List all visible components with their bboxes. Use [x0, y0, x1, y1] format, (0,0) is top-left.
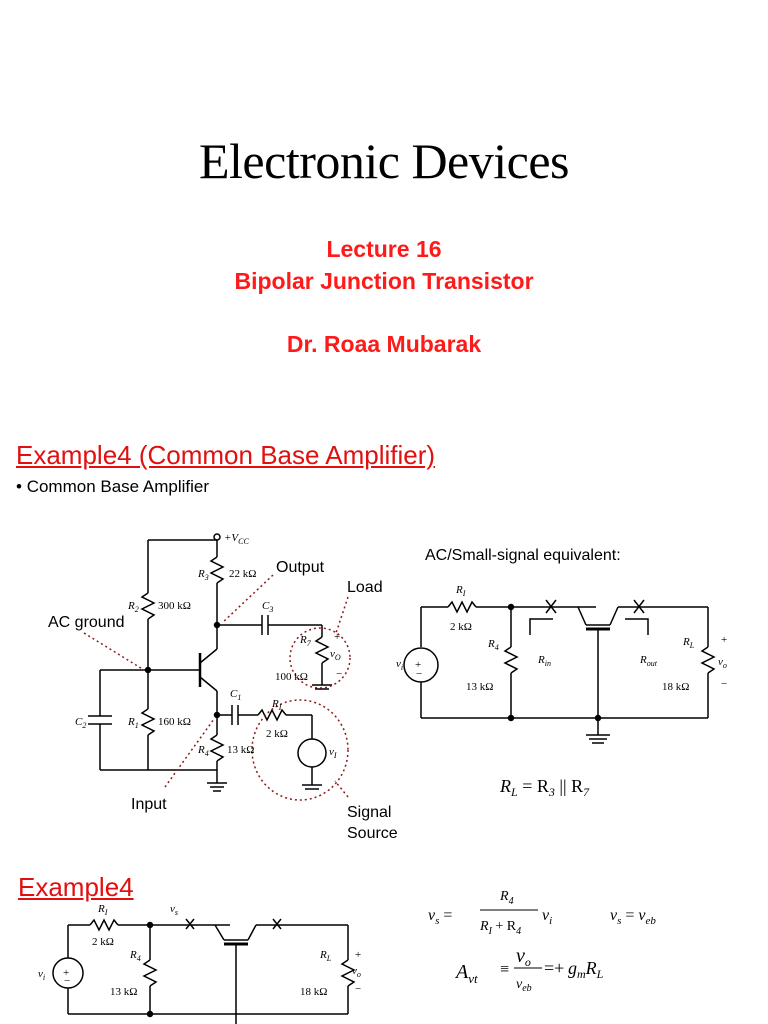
svg-text:vs =: vs =: [428, 907, 452, 927]
svg-text:Rout: Rout: [639, 654, 658, 668]
svg-text:vI: vI: [329, 746, 337, 760]
svg-text:RL: RL: [682, 636, 695, 650]
svg-text:−: −: [416, 668, 422, 680]
svg-text:RL = R3 || R7: RL = R3 || R7: [499, 776, 590, 799]
bullet-text: Common Base Amplifier: [26, 477, 210, 496]
svg-text:R4: R4: [499, 889, 514, 907]
ex4-ri-value: 2 kΩ: [92, 936, 114, 948]
small-signal-schematic: + − RI 2 kΩ R4 13 kΩ Rin Rout RL 18 kΩ +…: [396, 584, 727, 744]
svg-text:+: +: [334, 631, 340, 643]
load-label: Load: [347, 579, 383, 596]
source-label: Source: [347, 825, 398, 842]
gain-equations: vs = R4 RI + R4 vi vs = veb Avt ≡ vo veb…: [428, 889, 656, 994]
svg-text:RI: RI: [271, 698, 282, 712]
svg-text:C2: C2: [75, 716, 86, 730]
input-label: Input: [131, 796, 167, 813]
equivalent-title: AC/Small-signal equivalent:: [425, 547, 621, 564]
svg-text:R1: R1: [127, 716, 139, 730]
cb-amplifier-schematic: +VCC R3 22 kΩ R2 300 kΩ R1 160 kΩ C2 R4 …: [75, 532, 351, 801]
svg-text:vi: vi: [396, 658, 403, 672]
svg-text:vO: vO: [330, 648, 341, 662]
svg-text:+: +: [415, 659, 421, 671]
svg-text:=+: =+: [544, 958, 564, 978]
svg-text:R4: R4: [129, 949, 141, 963]
svg-text:C1: C1: [230, 688, 241, 702]
svg-text:veb: veb: [516, 977, 532, 994]
svg-text:+: +: [721, 634, 727, 646]
svg-text:Rin: Rin: [537, 654, 551, 668]
svg-text:≡: ≡: [500, 961, 509, 978]
svg-text:gmRL: gmRL: [568, 958, 604, 981]
signal-label: Signal: [347, 804, 392, 821]
svg-text:vo: vo: [516, 945, 531, 969]
svg-text:R2: R2: [127, 600, 139, 614]
eq-r4-value: 13 kΩ: [466, 681, 493, 693]
svg-text:vs: vs: [170, 903, 178, 917]
svg-text:RI: RI: [455, 584, 466, 598]
r3-value: 22 kΩ: [229, 568, 256, 580]
page-title: Electronic Devices: [199, 133, 569, 189]
r4-value: 13 kΩ: [227, 744, 254, 756]
ac-ground-label: AC ground: [48, 614, 125, 631]
svg-text:−: −: [355, 983, 361, 995]
example-heading-2: Example4: [18, 872, 134, 902]
svg-text:R3: R3: [197, 568, 209, 582]
eq-rl-value: 18 kΩ: [662, 681, 689, 693]
svg-text:vi: vi: [38, 968, 45, 982]
svg-text:+: +: [355, 949, 361, 961]
example4-schematic: + − vi RI 2 kΩ R4 13 kΩ vs RL 18 kΩ + vo…: [38, 903, 361, 1024]
svg-text:R4: R4: [197, 744, 209, 758]
svg-text:RI + R4: RI + R4: [479, 919, 521, 937]
author: Dr. Roaa Mubarak: [286, 331, 482, 357]
r1-value: 160 kΩ: [158, 716, 191, 728]
example-heading: Example4 (Common Base Amplifier): [16, 440, 436, 470]
eq-ri-value: 2 kΩ: [450, 621, 472, 633]
vcc-label: +VCC: [224, 532, 249, 546]
svg-text:C3: C3: [262, 600, 273, 614]
r7-value: 100 kΩ: [275, 671, 308, 683]
svg-text:vs = veb: vs = veb: [610, 907, 656, 927]
ex4-rl-value: 18 kΩ: [300, 986, 327, 998]
bullet-item: • Common Base Amplifier: [16, 477, 210, 496]
signal-source-label: Signal Source: [347, 802, 398, 844]
ex4-r4-value: 13 kΩ: [110, 986, 137, 998]
svg-text:Avt: Avt: [454, 961, 478, 986]
r2-value: 300 kΩ: [158, 600, 191, 612]
output-label: Output: [276, 559, 325, 576]
rl-equation: RL = R3 || R7: [499, 776, 590, 799]
svg-text:vi: vi: [542, 907, 552, 927]
lecture-topic: Bipolar Junction Transistor: [234, 268, 534, 294]
svg-text:vo: vo: [352, 965, 361, 979]
svg-text:+: +: [63, 967, 69, 979]
svg-text:−: −: [336, 668, 342, 680]
svg-text:RI: RI: [97, 903, 108, 917]
ri-value: 2 kΩ: [266, 728, 288, 740]
svg-text:−: −: [64, 975, 70, 987]
svg-text:RL: RL: [319, 949, 332, 963]
svg-text:R4: R4: [487, 638, 499, 652]
svg-text:R7: R7: [299, 634, 312, 648]
lecture-number: Lecture 16: [326, 236, 442, 262]
svg-text:−: −: [721, 678, 727, 690]
svg-text:vo: vo: [718, 656, 727, 670]
lecture-info: Lecture 16 Bipolar Junction Transistor: [0, 233, 768, 297]
